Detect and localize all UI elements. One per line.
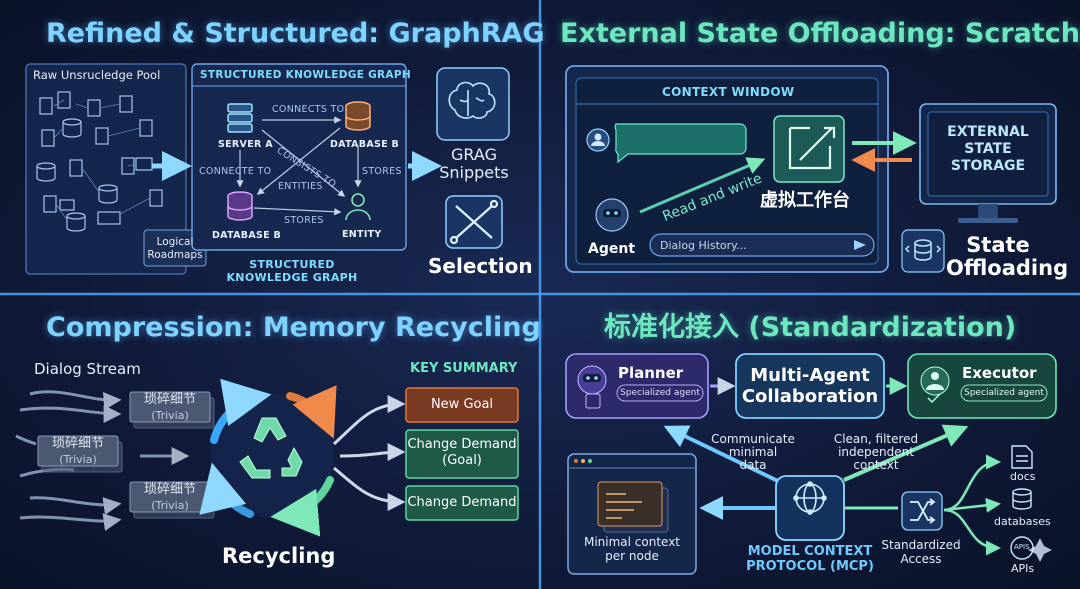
trivia-bottom-cn: 琐碎细节 <box>143 482 196 497</box>
mcp-label: MODEL CONTEXT PROTOCOL (MCP) <box>746 544 874 574</box>
graph-header: STRUCTURED KNOWLEDGE GRAPH <box>200 69 411 81</box>
node-database-b-bottom: DATABASE B <box>212 230 282 241</box>
agent-label: Agent <box>588 241 636 257</box>
edge-stores-right: STORES <box>362 166 402 177</box>
resource-docs: docs <box>1010 470 1036 483</box>
graphrag-title: Refined & Structured: GraphRAG <box>46 18 545 49</box>
selection-label: Selection <box>428 254 533 278</box>
recycling-label: Recycling <box>222 544 336 568</box>
state-offloading-label: State Offloading <box>946 233 1069 281</box>
summary-change-demand: Change Demand <box>407 495 517 510</box>
trivia-bottom-en: (Trivia) <box>151 499 189 512</box>
summary-change-demand-goal: Change Demand (Goal) <box>407 437 517 468</box>
standardization-title: 标准化接入 (Standardization) <box>604 312 1017 343</box>
clean-context-label: Clean, filtered independent context <box>833 432 919 473</box>
executor-badge: Specialized agent <box>964 388 1044 398</box>
edge-connects-to: CONNECTS TO <box>272 104 345 115</box>
dialog-stream-label: Dialog Stream <box>34 360 141 378</box>
resource-apis: APIs <box>1011 562 1035 575</box>
trivia-top-en: (Trivia) <box>151 409 189 422</box>
executor-label: Executor <box>962 364 1037 382</box>
summary-new-goal: New Goal <box>430 397 494 412</box>
resource-databases: databases <box>994 515 1051 528</box>
external-storage-label: EXTERNAL STATE STORAGE <box>947 124 1029 174</box>
collab-label: Multi-Agent Collaboration <box>741 365 879 407</box>
trivia-top-cn: 琐碎细节 <box>143 392 196 407</box>
workspace-label: 虚拟工作台 <box>760 190 850 211</box>
standardized-access-label: Standardized Access <box>881 538 961 566</box>
context-window-label: CONTEXT WINDOW <box>662 85 795 99</box>
minimal-context-label: Minimal context per node <box>583 535 681 563</box>
grag-snippets-label: GRAG Snippets <box>439 145 509 183</box>
dialog-history-input: Dialog History... <box>660 239 747 252</box>
planner-badge: Specialized agent <box>620 388 700 398</box>
planner-label: Planner <box>618 364 684 382</box>
node-server-a: SERVER A <box>218 139 273 150</box>
edge-connected-to: CONNECTE TO <box>199 166 272 177</box>
edge-entities: ENTITIES <box>278 181 323 192</box>
compression-title: Compression: Memory Recycling <box>46 312 541 343</box>
trivia-mid-cn: 琐碎细节 <box>51 436 104 451</box>
key-summary-label: KEY SUMMARY <box>410 361 518 376</box>
node-database-b-top: DATABASE B <box>330 139 400 150</box>
apis-icon: APIS <box>1014 543 1030 551</box>
communicate-label: Communicate minimal data <box>711 432 795 473</box>
node-entity: ENTITY <box>342 229 382 240</box>
logical-roadmaps-label: Logical Roadmaps <box>147 236 203 262</box>
graph-caption: STRUCTURED KNOWLEDGE GRAPH <box>226 258 358 285</box>
trivia-mid-en: (Trivia) <box>59 453 97 466</box>
scratchpad-title: External State Offloading: Scratchpad <box>560 18 1080 49</box>
raw-pool-label: Raw Unsrucledge Pool <box>33 68 161 82</box>
edge-stores-bottom: STORES <box>284 215 324 226</box>
